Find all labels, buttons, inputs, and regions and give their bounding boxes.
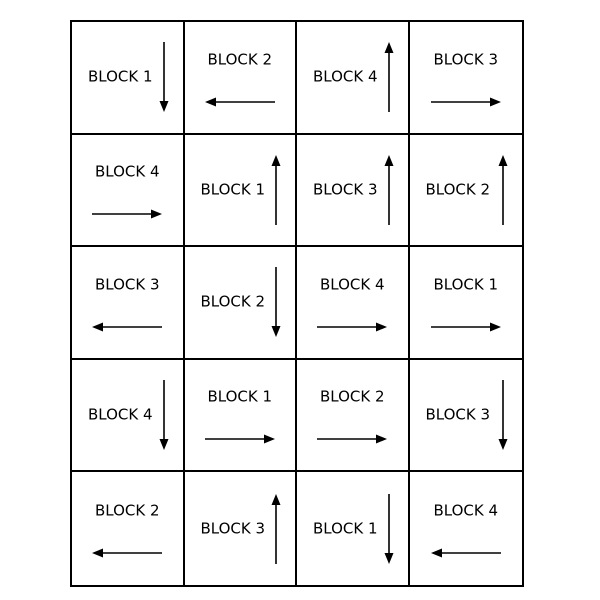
block-label: BLOCK 4 [319, 275, 385, 294]
grid-cell: BLOCK 3 [185, 472, 297, 585]
arrow-down-icon [498, 380, 508, 451]
block-label: BLOCK 1 [88, 67, 153, 86]
arrow-right-icon [430, 97, 501, 107]
arrow-left-icon [92, 322, 163, 332]
arrow-down-icon [384, 493, 393, 564]
block-label: BLOCK 3 [200, 519, 266, 538]
arrow-right-icon [92, 209, 163, 219]
arrow-right-icon [204, 434, 275, 444]
arrow-right-icon [317, 322, 388, 332]
block-label: BLOCK 4 [88, 405, 153, 424]
block-label: BLOCK 4 [313, 67, 378, 86]
grid-cell: BLOCK 2 [297, 359, 410, 473]
block-label: BLOCK 1 [433, 275, 499, 294]
grid-cell: BLOCK 4 [72, 359, 185, 473]
grid-cell: BLOCK 1 [409, 247, 522, 360]
arrow-up-icon [271, 154, 281, 225]
block-label: BLOCK 1 [200, 180, 266, 199]
arrow-left-icon [430, 548, 501, 558]
grid-cell: BLOCK 3 [409, 360, 522, 473]
grid-cell: BLOCK 2 [184, 247, 297, 360]
block-label: BLOCK 3 [433, 50, 499, 69]
arrow-up-icon [384, 154, 393, 225]
arrow-left-icon [92, 548, 163, 558]
arrow-down-icon [271, 267, 281, 338]
grid-cell: BLOCK 1 [184, 134, 297, 248]
grid-cell: BLOCK 2 [72, 472, 185, 585]
block-label: BLOCK 3 [94, 275, 160, 294]
arrow-down-icon [159, 380, 168, 451]
grid-cell: BLOCK 4 [72, 134, 185, 248]
grid-cell: BLOCK 4 [410, 472, 523, 585]
grid-cell: BLOCK 2 [184, 22, 297, 135]
arrow-left-icon [204, 97, 275, 107]
arrow-right-icon [430, 322, 501, 332]
grid-cell: BLOCK 3 [297, 134, 410, 248]
arrow-up-icon [271, 493, 281, 564]
grid-cell: BLOCK 2 [409, 135, 522, 248]
grid-cell: BLOCK 4 [297, 22, 410, 135]
grid-cell: BLOCK 3 [409, 22, 522, 135]
grid-cell: BLOCK 1 [297, 472, 410, 585]
grid-cell: BLOCK 4 [297, 247, 410, 360]
block-label: BLOCK 2 [94, 501, 160, 520]
grid-cell: BLOCK 1 [184, 359, 297, 473]
block-label: BLOCK 4 [433, 501, 499, 520]
arrow-right-icon [317, 434, 388, 444]
grid-cell: BLOCK 3 [72, 247, 185, 360]
block-label: BLOCK 2 [207, 50, 273, 69]
block-label: BLOCK 4 [94, 162, 160, 181]
arrow-up-icon [498, 154, 508, 225]
block-label: BLOCK 3 [425, 405, 491, 424]
block-grid: BLOCK 1 BLOCK 2 BLOCK 4 BLOCK 3 BLOCK 4 BLOCK… [70, 20, 524, 587]
grid-cell: BLOCK 1 [72, 22, 185, 135]
block-label: BLOCK 1 [207, 387, 273, 406]
block-label: BLOCK 2 [200, 292, 266, 311]
block-label: BLOCK 3 [313, 180, 378, 199]
arrow-down-icon [159, 42, 168, 113]
block-label: BLOCK 1 [313, 519, 378, 538]
block-label: BLOCK 2 [425, 180, 491, 199]
block-label: BLOCK 2 [319, 387, 385, 406]
arrow-up-icon [384, 42, 393, 113]
